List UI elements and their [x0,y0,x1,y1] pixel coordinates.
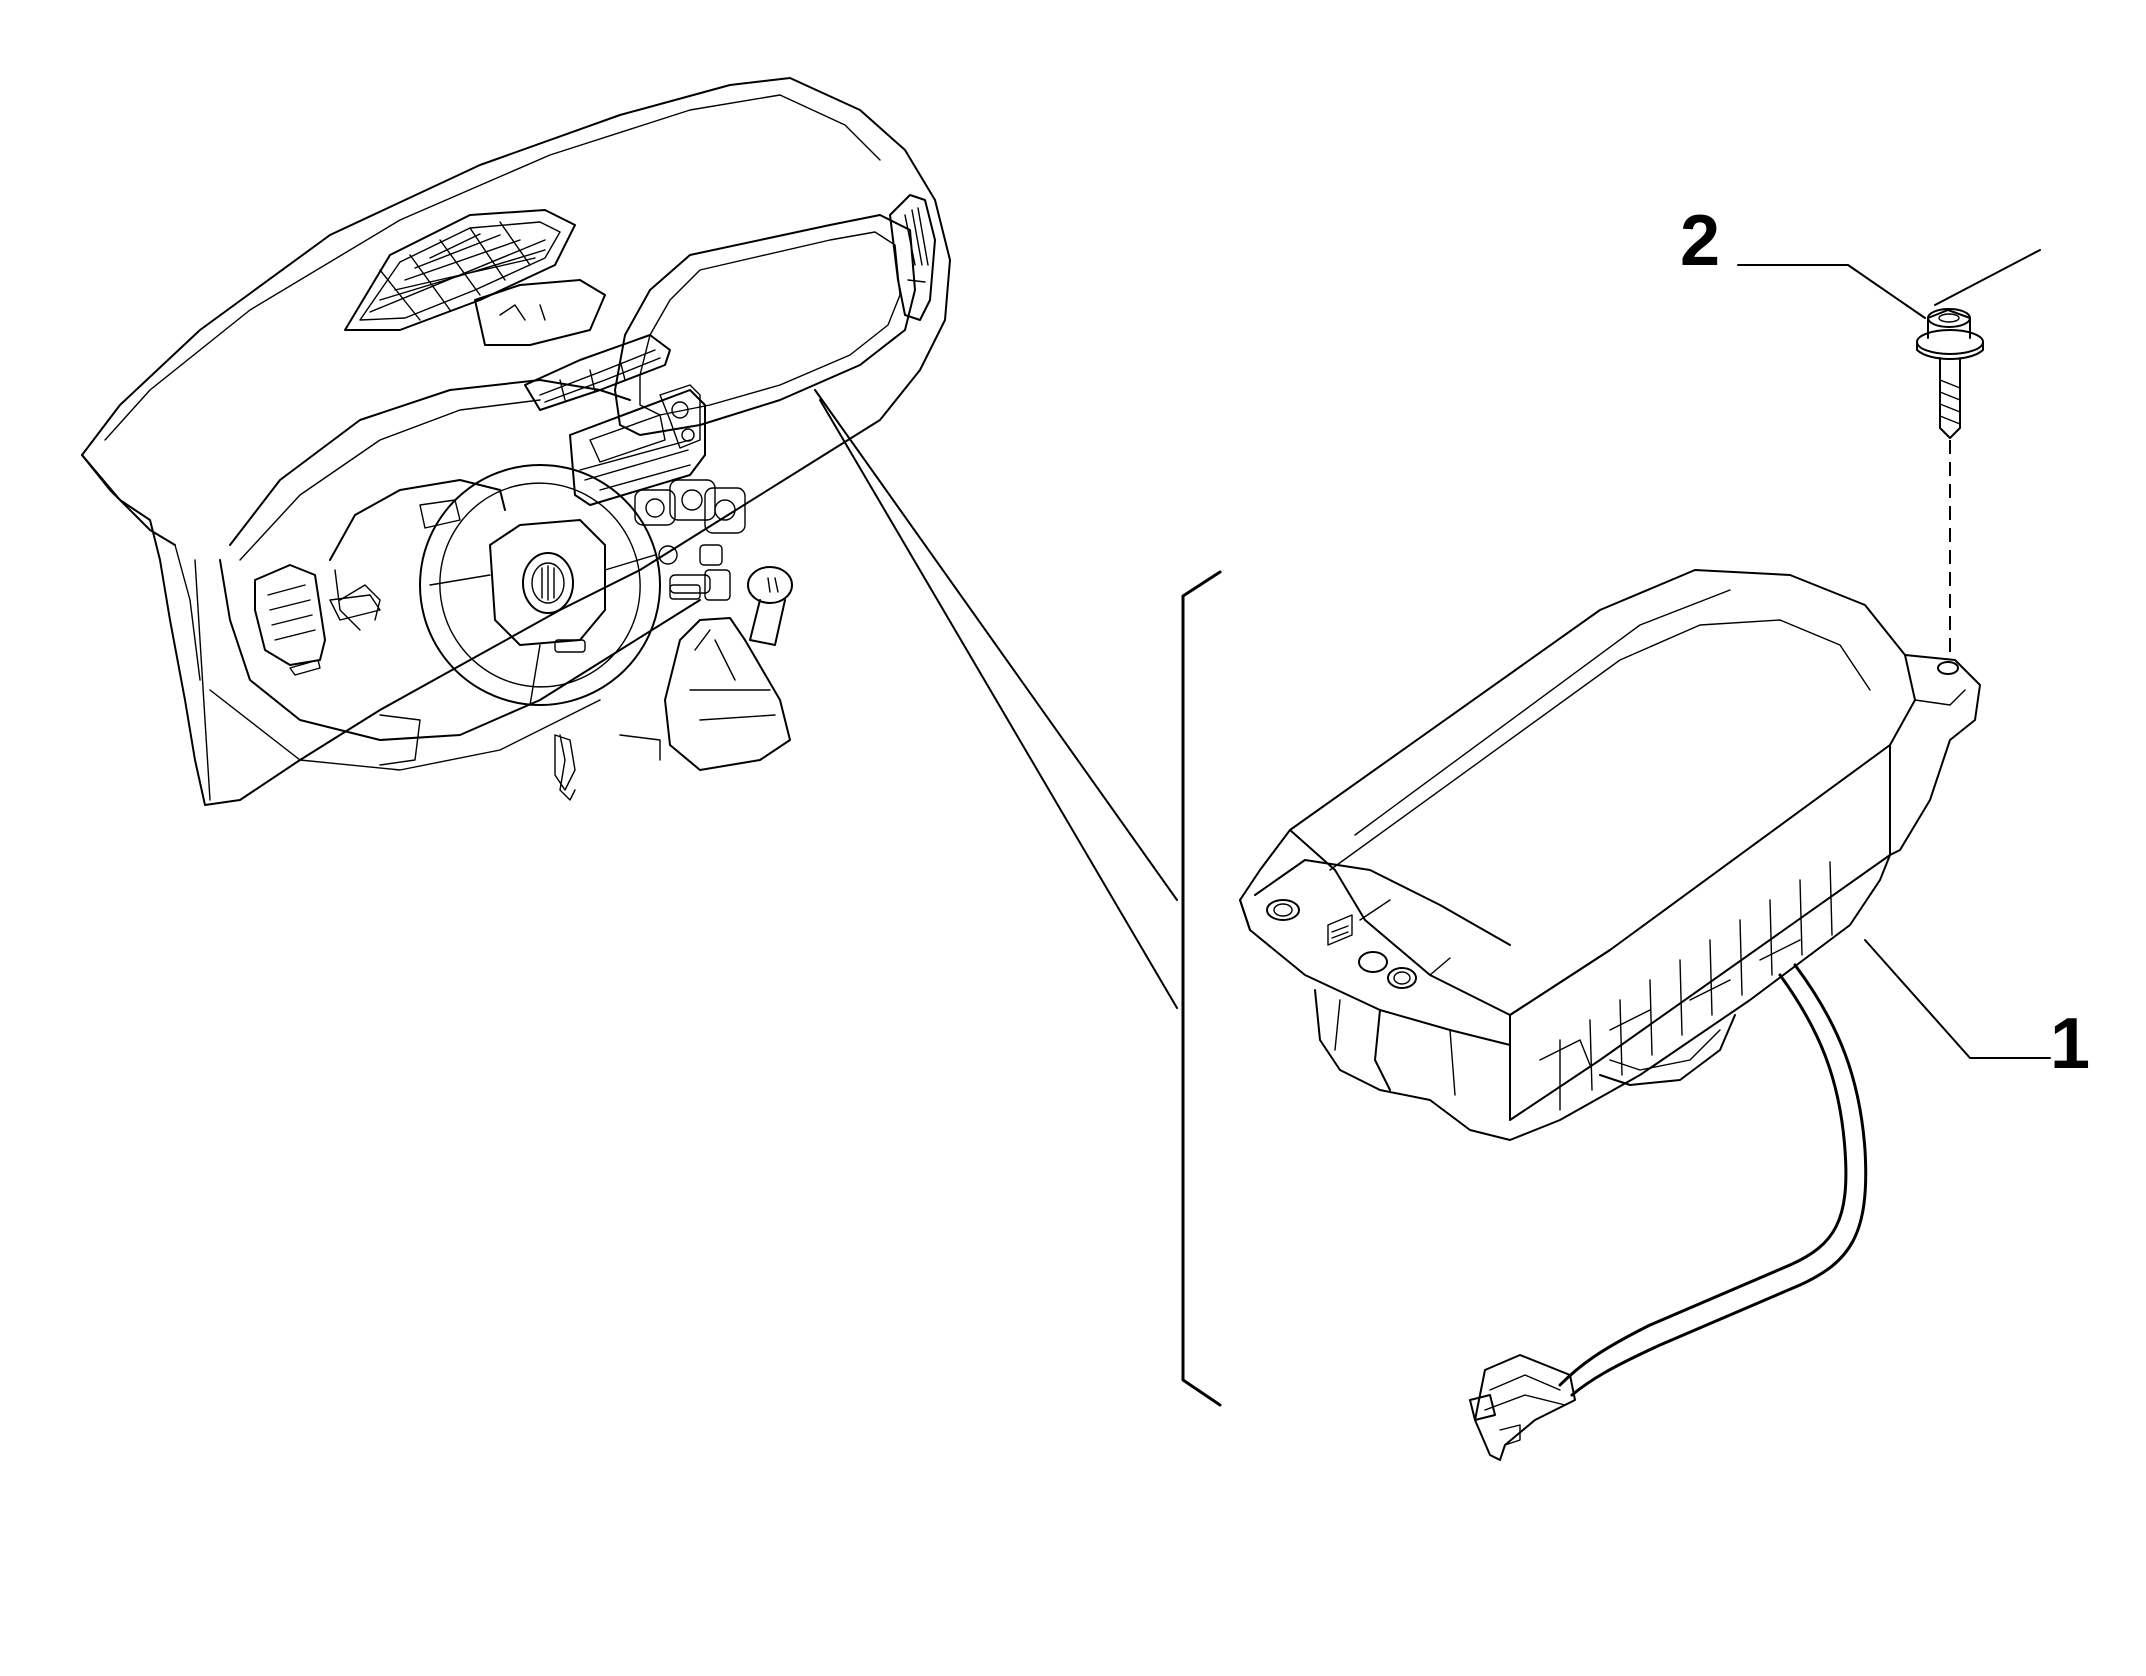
callout-leader-1 [1864,939,2051,1059]
center-vents [524,334,671,411]
defrost-grille [344,209,576,331]
gear-shifter [664,566,793,771]
callout-leader-2 [1737,249,2041,319]
leader-lines [814,389,1178,1009]
harness-connector [1469,1354,1576,1461]
callout-label-1: 1 [2050,1004,2090,1084]
climate-controls [634,479,746,594]
group-bracket [1181,570,1222,1407]
dashboard-assembly [81,77,951,806]
airbag-module [1239,569,1981,1461]
callout-label-2: 2 [1680,201,1720,281]
flange-holes [1266,899,1417,989]
right-side-vent [889,194,936,321]
steering-wheel [419,464,661,706]
wire-harness [1558,963,1868,1397]
screw-part-2 [1916,308,1984,439]
center-control-panel [569,384,706,506]
left-side-vent [254,564,326,676]
